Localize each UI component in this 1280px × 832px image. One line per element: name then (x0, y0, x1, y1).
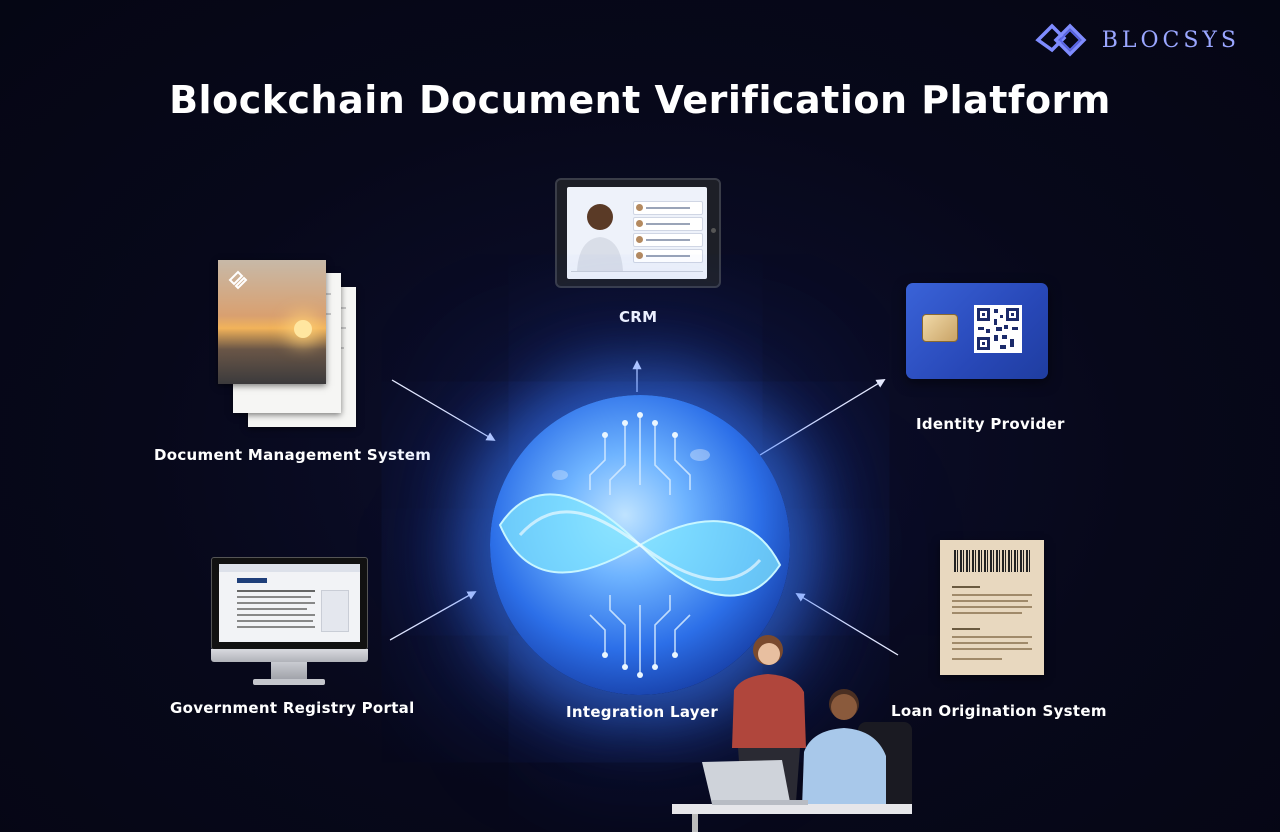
chip-icon (922, 314, 958, 342)
integration-layer-sphere (490, 395, 790, 695)
government-monitor-image (211, 557, 368, 685)
loan-label: Loan Origination System (891, 702, 1107, 720)
barcode-icon (954, 550, 1030, 572)
circuit-infinity-icon (498, 412, 782, 678)
integration-label: Integration Layer (566, 703, 719, 721)
page-title: Blockchain Document Verification Platfor… (169, 78, 1111, 122)
blocsys-logo-icon (1034, 23, 1087, 57)
identity-label: Identity Provider (916, 415, 1065, 433)
document-logo-icon (228, 270, 248, 290)
arrow-from-government (389, 591, 477, 641)
qr-code-icon (974, 305, 1022, 353)
document-stack-image (218, 260, 358, 430)
arrow-from-loan (795, 593, 899, 656)
crm-label: CRM (619, 308, 658, 326)
arrow-from-dms (391, 379, 496, 441)
government-label: Government Registry Portal (170, 699, 415, 717)
crm-tablet-image (555, 178, 721, 288)
brand-name: BLOCSYS (1101, 27, 1240, 53)
people-at-desk-image (672, 635, 912, 832)
person-avatar-icon (577, 204, 623, 271)
dms-label: Document Management System (154, 446, 432, 464)
arrow-to-identity (759, 379, 886, 456)
loan-document-image (940, 540, 1044, 675)
brand-logo: BLOCSYS (1034, 22, 1240, 58)
identity-card-image (906, 283, 1048, 379)
